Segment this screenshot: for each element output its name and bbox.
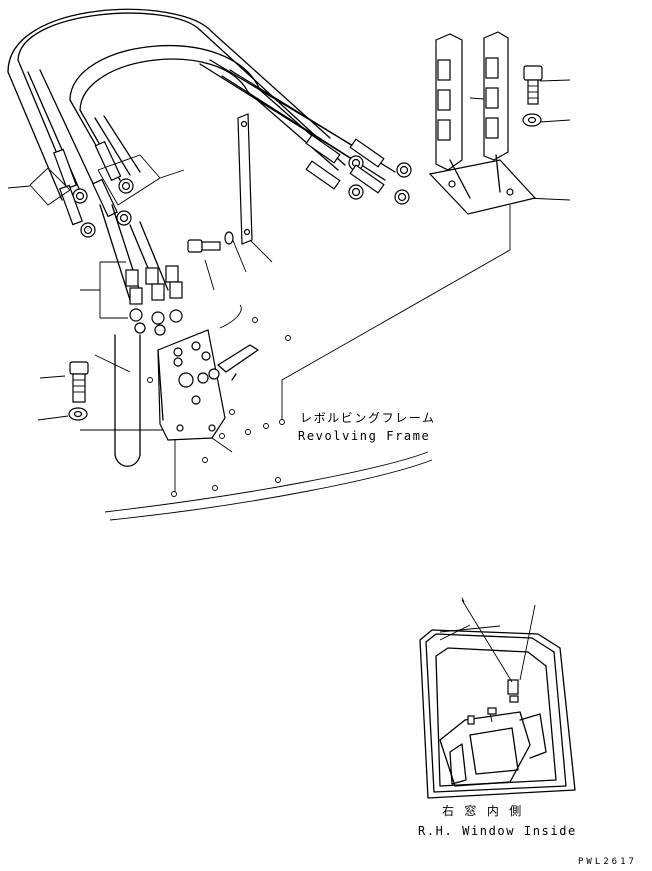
revolving-frame-deck bbox=[104, 304, 433, 521]
label-revolving-frame-jp: レボルビングフレーム bbox=[300, 411, 436, 425]
washer-upper-right bbox=[522, 113, 542, 127]
washer-left bbox=[68, 407, 88, 421]
bolt-center bbox=[187, 231, 234, 253]
bolt-left bbox=[69, 361, 89, 403]
hose-fitting-right-1 bbox=[305, 134, 364, 171]
hose-fitting-left-4 bbox=[92, 178, 132, 226]
mounting-bracket bbox=[157, 329, 259, 441]
hose-fitting-left-1 bbox=[53, 148, 88, 204]
cab-inset bbox=[419, 597, 576, 799]
label-window-en: R.H. Window Inside bbox=[418, 824, 577, 838]
vertical-pipe bbox=[114, 334, 141, 467]
hose-fitting-left-2 bbox=[59, 184, 96, 238]
hose-strap bbox=[237, 113, 253, 245]
leader-lines bbox=[7, 79, 571, 492]
hose-fitting-right-3 bbox=[349, 138, 412, 178]
hose-fitting-right-2 bbox=[305, 160, 364, 200]
label-revolving-frame-en: Revolving Frame bbox=[298, 429, 430, 443]
label-window-jp: 右 窓 内 側 bbox=[442, 803, 523, 818]
bolt-upper-right bbox=[523, 65, 543, 105]
hose-fitting-left-3 bbox=[94, 140, 134, 194]
decal-window bbox=[507, 679, 519, 695]
twin-bracket bbox=[428, 31, 537, 215]
hose-connector-cluster bbox=[99, 204, 183, 336]
hose-assembly bbox=[7, 8, 412, 238]
hose-fitting-right-4 bbox=[349, 164, 410, 205]
drawing-code: PWL2617 bbox=[578, 857, 637, 867]
